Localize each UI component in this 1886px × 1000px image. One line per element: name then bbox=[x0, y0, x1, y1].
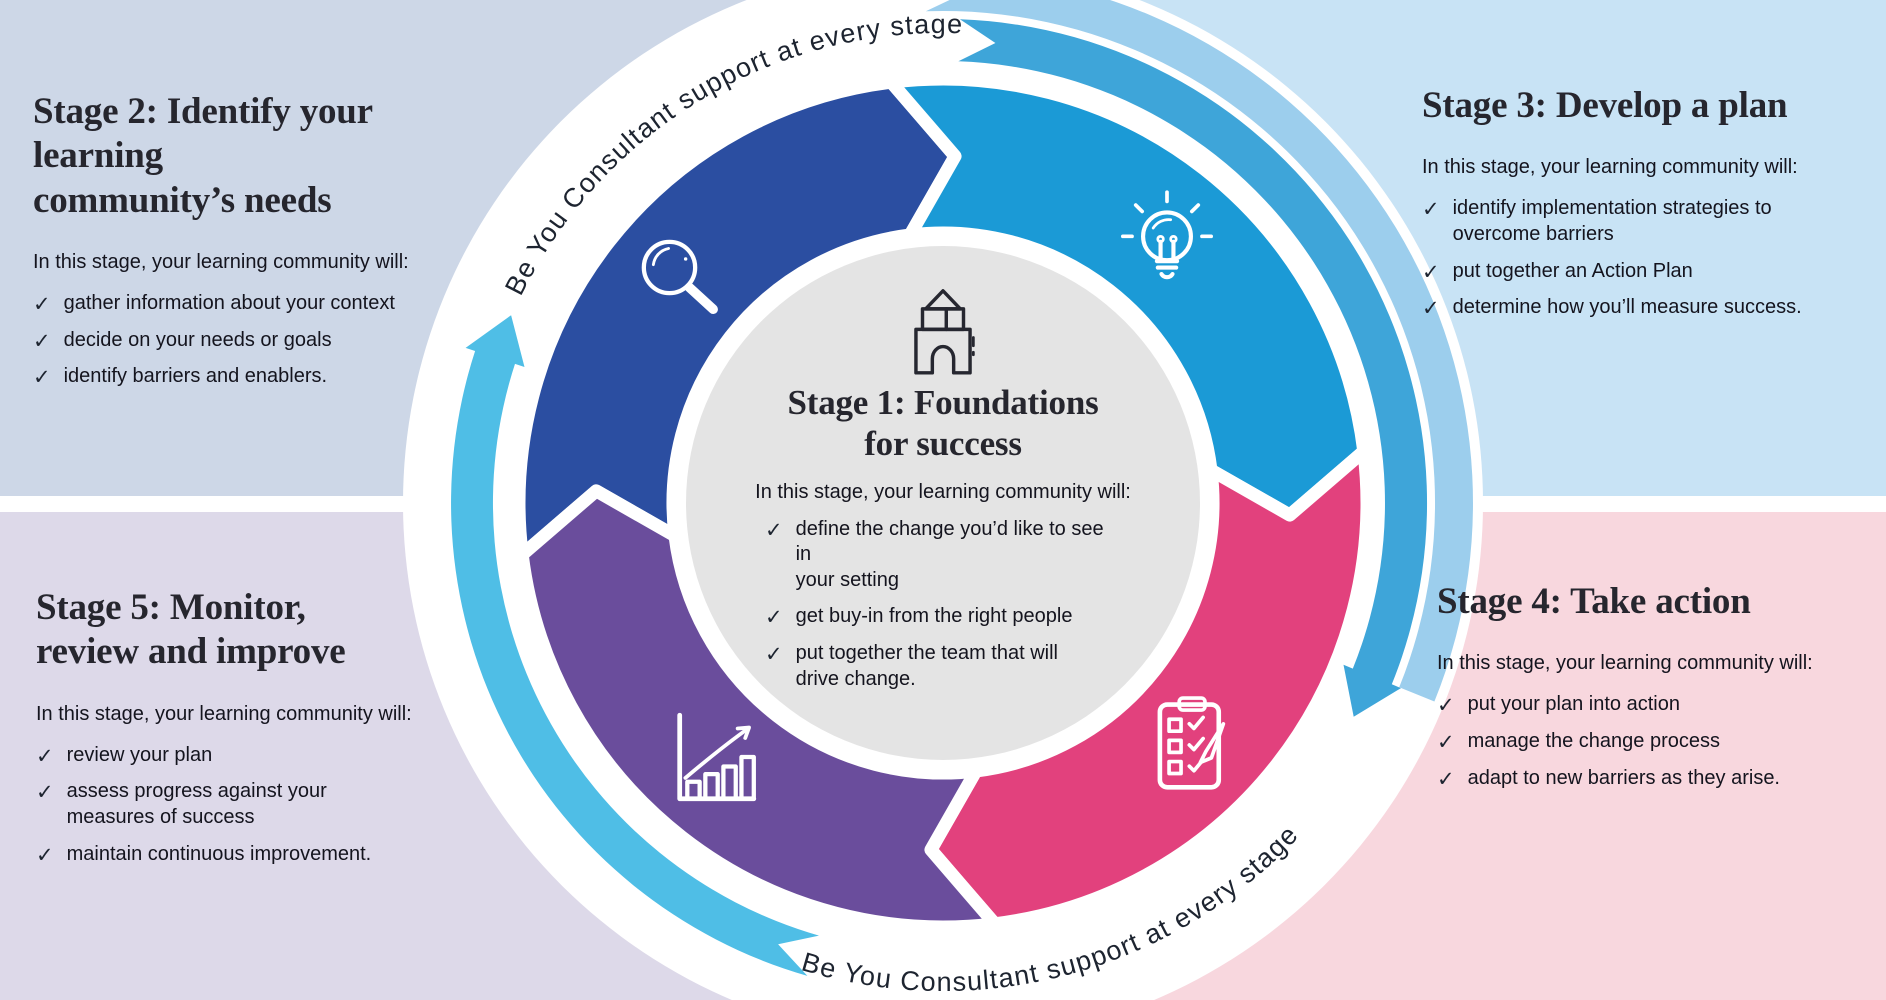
stage-5-segment bbox=[515, 484, 1002, 934]
list-item: ✓ adapt to new barriers as they arise. bbox=[1437, 766, 1867, 792]
check-icon: ✓ bbox=[765, 642, 783, 666]
list-item: ✓ gather information about your context bbox=[33, 291, 503, 317]
stage-2-segment bbox=[512, 75, 962, 562]
list-item: ✓ manage the change process bbox=[1437, 729, 1867, 755]
stage-4-bullet: put your plan into action bbox=[1467, 693, 1680, 716]
stage-5-title: Stage 5: Monitor, review and improve bbox=[36, 587, 346, 673]
stage-1-panel: Stage 1: Foundations for success In this… bbox=[723, 382, 1163, 703]
check-icon: ✓ bbox=[33, 366, 51, 390]
stage-3-intro: In this stage, your learning community w… bbox=[1422, 156, 1798, 179]
check-icon: ✓ bbox=[33, 329, 51, 353]
stage-4-bullet: manage the change process bbox=[1467, 729, 1721, 752]
stage-2-bullet: decide on your needs or goals bbox=[63, 328, 332, 351]
list-item: ✓ assess progress against your measures o… bbox=[36, 779, 456, 830]
stage-3-segment bbox=[884, 72, 1371, 522]
stage-4-panel: Stage 4: Take action In this stage, your… bbox=[1437, 580, 1867, 802]
stage-1-bullet: put together the team that will drive ch… bbox=[795, 641, 1058, 690]
stage-4-intro: In this stage, your learning community w… bbox=[1437, 652, 1813, 675]
list-item: ✓ get buy-in from the right people bbox=[765, 604, 1121, 630]
stage-1-bullets: ✓ define the change you’d like to see in … bbox=[765, 517, 1121, 693]
stage-3-panel: Stage 3: Develop a plan In this stage, y… bbox=[1422, 84, 1846, 332]
list-item: ✓ put together an Action Plan bbox=[1422, 259, 1846, 285]
lightbulb-icon bbox=[1120, 190, 1214, 280]
check-icon: ✓ bbox=[36, 744, 54, 768]
stage-3-title: Stage 3: Develop a plan bbox=[1422, 85, 1788, 126]
stage-2-bullet: gather information about your context bbox=[63, 292, 395, 315]
stage-5-bullet: assess progress against your measures of… bbox=[66, 780, 327, 828]
stage-1-title: Stage 1: Foundations for success bbox=[787, 383, 1099, 464]
clipboard-checklist-icon bbox=[1157, 696, 1226, 790]
stage-5-intro: In this stage, your learning community w… bbox=[36, 702, 412, 725]
stage-4-title: Stage 4: Take action bbox=[1437, 581, 1751, 622]
stage-2-bullet: identify barriers and enablers. bbox=[63, 365, 328, 388]
list-item: ✓ identify barriers and enablers. bbox=[33, 364, 503, 390]
check-icon: ✓ bbox=[36, 781, 54, 805]
stage-1-bullet: define the change you’d like to see in y… bbox=[795, 517, 1104, 591]
check-icon: ✓ bbox=[765, 606, 783, 630]
cycle-ribbon-left bbox=[451, 315, 819, 976]
stage-3-bullet: identify implementation strategies to ov… bbox=[1452, 197, 1772, 245]
stage-2-title: Stage 2: Identify your learning communit… bbox=[33, 91, 373, 221]
bar-chart-growth-icon bbox=[677, 712, 757, 802]
check-icon: ✓ bbox=[1437, 730, 1455, 754]
list-item: ✓ determine how you’ll measure success. bbox=[1422, 295, 1846, 321]
list-item: ✓ review your plan bbox=[36, 743, 456, 769]
check-icon: ✓ bbox=[1422, 198, 1440, 222]
check-icon: ✓ bbox=[765, 518, 783, 542]
list-item: ✓ put together the team that will drive c… bbox=[765, 641, 1121, 692]
stage-5-bullet: review your plan bbox=[66, 743, 213, 766]
list-item: ✓ define the change you’d like to see in … bbox=[765, 517, 1121, 594]
stage-3-bullet: put together an Action Plan bbox=[1452, 259, 1693, 282]
center-hub-circle bbox=[686, 246, 1200, 760]
list-item: ✓ decide on your needs or goals bbox=[33, 328, 503, 354]
check-icon: ✓ bbox=[1422, 297, 1440, 321]
check-icon: ✓ bbox=[1422, 260, 1440, 284]
magnifier-icon bbox=[641, 239, 718, 315]
stage-2-panel: Stage 2: Identify your learning communit… bbox=[33, 90, 503, 401]
cycle-ribbon-right-outer bbox=[925, 0, 1473, 702]
check-icon: ✓ bbox=[1437, 767, 1455, 791]
list-item: ✓ identify implementation strategies to o… bbox=[1422, 196, 1846, 247]
list-item: ✓ put your plan into action bbox=[1437, 692, 1867, 718]
stage-4-segment bbox=[924, 444, 1374, 931]
stage-1-intro: In this stage, your learning community w… bbox=[755, 480, 1131, 503]
stage-5-bullet: maintain continuous improvement. bbox=[66, 842, 372, 865]
stage-4-bullet: adapt to new barriers as they arise. bbox=[1467, 766, 1780, 789]
list-item: ✓ maintain continuous improvement. bbox=[36, 842, 456, 868]
check-icon: ✓ bbox=[36, 843, 54, 867]
building-blocks-icon bbox=[914, 289, 975, 375]
check-icon: ✓ bbox=[1437, 694, 1455, 718]
stage-2-intro: In this stage, your learning community w… bbox=[33, 251, 409, 274]
stage-5-panel: Stage 5: Monitor, review and improve In … bbox=[36, 586, 456, 878]
cycle-ribbon-right-inner bbox=[958, 19, 1428, 717]
stage-icons bbox=[641, 190, 1226, 802]
stage-3-bullet: determine how you’ll measure success. bbox=[1452, 296, 1802, 319]
check-icon: ✓ bbox=[33, 293, 51, 317]
stage-1-bullet: get buy-in from the right people bbox=[795, 605, 1073, 628]
